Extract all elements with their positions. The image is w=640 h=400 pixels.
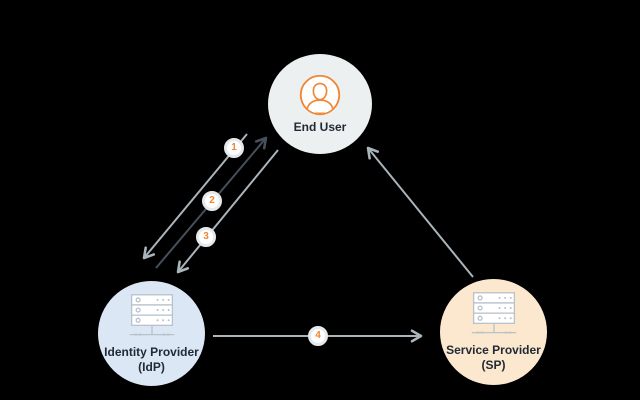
node-service-provider: Service Provider (SP) xyxy=(440,279,547,385)
server-icon xyxy=(471,292,516,334)
node-identity-provider: Identity Provider (IdP) xyxy=(98,281,205,386)
server-icon xyxy=(129,294,174,336)
user-icon xyxy=(299,74,341,116)
end-user-label: End User xyxy=(293,120,347,134)
step-badge-4: 4 xyxy=(308,326,328,346)
idp-label-line1: Identity Provider xyxy=(104,345,199,359)
step-badge-3: 3 xyxy=(196,227,216,247)
idp-label-line2: (IdP) xyxy=(138,360,165,374)
idp-label: Identity Provider (IdP) xyxy=(104,345,199,375)
node-end-user: End User xyxy=(268,54,372,154)
step-badge-1-number: 1 xyxy=(231,142,237,153)
sp-label-line1: Service Provider xyxy=(446,343,541,357)
sp-label: Service Provider (SP) xyxy=(446,343,541,373)
sp-label-line2: (SP) xyxy=(481,358,506,372)
arrow-sp-to-user xyxy=(366,146,474,278)
step-badge-1: 1 xyxy=(224,138,244,158)
step-badge-3-number: 3 xyxy=(203,231,209,242)
step-badge-2: 2 xyxy=(202,191,222,211)
arrow-step-3-user-to-idp xyxy=(176,149,279,274)
step-badge-2-number: 2 xyxy=(209,195,215,206)
step-badge-4-number: 4 xyxy=(315,330,321,341)
